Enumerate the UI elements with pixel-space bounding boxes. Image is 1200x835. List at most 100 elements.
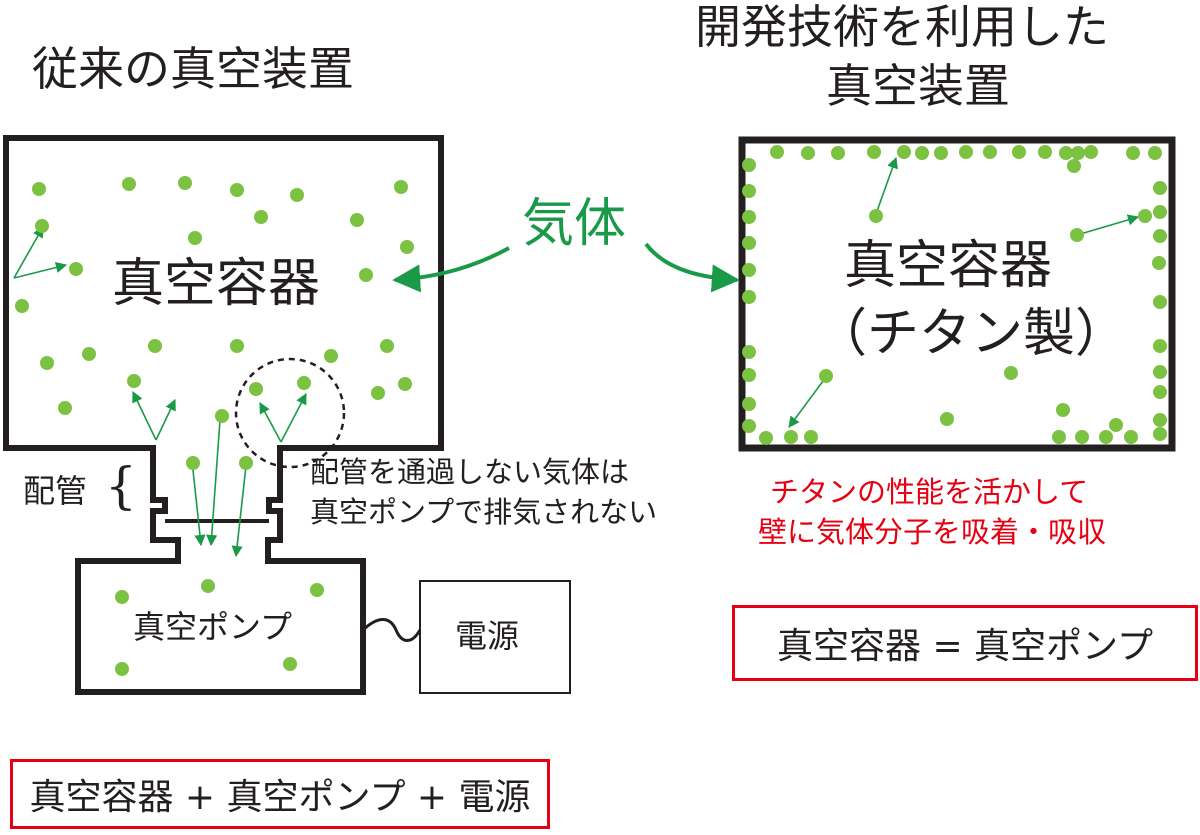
titanium-caption-line1: チタンの性能を活かして — [770, 475, 1089, 509]
gas-molecule-dot — [1138, 209, 1152, 223]
gas-molecule-dot — [69, 262, 83, 276]
gas-molecule-dot — [310, 583, 324, 597]
gas-molecule-dot — [1052, 430, 1066, 444]
gas-molecule-dot — [934, 146, 948, 160]
gas-molecule-dot — [1153, 229, 1167, 243]
conventional-formula-text: 真空容器 + 真空ポンプ + 電源 — [29, 777, 531, 818]
gas-molecule-dot — [283, 657, 297, 671]
conventional-chamber-label: 真空容器 — [112, 254, 321, 314]
gas-molecule-dot — [1152, 256, 1166, 270]
developed-title-line2: 真空装置 — [826, 59, 1010, 113]
conventional-system-outline — [3, 135, 444, 695]
titanium-caption-line2: 壁に気体分子を吸着・吸収 — [758, 515, 1107, 549]
molecule-trajectory-arrows-left — [13, 226, 307, 558]
gas-molecule-dot — [1099, 430, 1113, 444]
gas-molecule-dot — [742, 345, 756, 359]
gas-molecule-dot — [359, 268, 373, 282]
gas-molecule-dot — [188, 231, 202, 245]
gas-molecule-dot — [940, 412, 954, 426]
gas-molecule-dot — [32, 182, 46, 196]
pipe-note-line1: 配管を通過しない気体は — [310, 455, 630, 489]
gas-molecule-dot — [742, 158, 756, 172]
gas-molecule-dot — [983, 145, 997, 159]
gas-molecules — [15, 145, 1167, 676]
gas-molecule-dot — [770, 145, 784, 159]
gas-molecule-dot — [1153, 413, 1167, 427]
gas-molecule-dot — [867, 145, 881, 159]
titanium-chamber-sublabel: （チタン製） — [815, 304, 1128, 364]
gas-molecule-dot — [297, 376, 311, 390]
developed-title-line1: 開発技術を利用した — [695, 0, 1109, 54]
gas-molecule-dot — [742, 210, 756, 224]
gas-molecule-dot — [804, 430, 818, 444]
gas-molecule-dot — [1124, 430, 1138, 444]
gas-molecule-dot — [58, 401, 72, 415]
gas-molecule-dot — [148, 339, 162, 353]
gas-molecule-dot — [742, 419, 756, 433]
gas-molecule-dot — [249, 382, 263, 396]
conventional-title: 従来の真空装置 — [32, 42, 354, 96]
gas-molecule-dot — [400, 240, 414, 254]
pipe-label: 配管 — [23, 472, 88, 510]
gas-molecule-dot — [742, 290, 756, 304]
gas-molecule-dot — [186, 456, 200, 470]
gas-molecule-dot — [1153, 205, 1167, 219]
gas-molecule-dot — [230, 183, 244, 197]
gas-molecule-dot — [398, 377, 412, 391]
gas-molecule-dot — [1153, 385, 1167, 399]
gas-molecule-dot — [897, 145, 911, 159]
gas-molecule-dot — [1084, 145, 1098, 159]
gas-molecule-dot — [1153, 365, 1167, 379]
gas-molecule-dot — [290, 188, 304, 202]
gas-molecule-dot — [742, 263, 756, 277]
gas-molecule-dot — [201, 579, 215, 593]
gas-molecule-dot — [350, 213, 364, 227]
gas-molecule-dot — [1153, 339, 1167, 353]
gas-molecule-dot — [40, 356, 54, 370]
gas-molecule-dot — [742, 236, 756, 250]
gas-molecule-dot — [1067, 159, 1081, 173]
gas-molecule-dot — [759, 431, 773, 445]
developed-formula-box: 真空容器 = 真空ポンプ — [732, 605, 1198, 681]
dashed-highlight-circle — [234, 357, 346, 469]
gas-molecule-dot — [831, 146, 845, 160]
power-supply-box — [419, 580, 571, 694]
gas-molecule-dot — [1071, 146, 1085, 160]
gas-molecule-dot — [742, 368, 756, 382]
gas-molecule-dot — [35, 219, 49, 233]
developed-formula-text: 真空容器 = 真空ポンプ — [777, 626, 1153, 667]
gas-arrow-left — [392, 246, 510, 293]
gas-molecule-dot — [1004, 366, 1018, 380]
gas-molecule-dot — [394, 180, 408, 194]
gas-molecule-dot — [1075, 430, 1089, 444]
gas-molecule-dot — [254, 210, 268, 224]
pipe-brace: { — [105, 457, 137, 515]
gas-molecule-dot — [1153, 427, 1167, 441]
gas-molecule-dot — [15, 299, 29, 313]
gas-arrow-right — [644, 242, 740, 293]
gas-molecule-dot — [1126, 146, 1140, 160]
titanium-chamber-outline — [738, 136, 1176, 452]
pipe-note-line2: 真空ポンプで排気されない — [310, 495, 658, 529]
gas-molecule-dot — [1070, 228, 1084, 242]
gas-molecule-dot — [239, 456, 253, 470]
gas-molecule-dot — [1056, 403, 1070, 417]
molecule-trajectory-arrows-right — [788, 156, 1140, 428]
gas-molecule-dot — [122, 177, 136, 191]
gas-molecule-dot — [784, 430, 798, 444]
gas-molecule-dot — [380, 339, 394, 353]
gas-molecule-dot — [742, 184, 756, 198]
titanium-chamber-label: 真空容器 — [844, 236, 1053, 296]
pump-label: 真空ポンプ — [133, 608, 293, 646]
gas-molecule-dot — [178, 176, 192, 190]
gas-molecule-dot — [1153, 295, 1167, 309]
gas-molecule-dot — [1012, 145, 1026, 159]
gas-molecule-dot — [115, 662, 129, 676]
gas-molecule-dot — [1038, 145, 1052, 159]
gas-molecule-dot — [1109, 418, 1123, 432]
gas-molecule-dot — [819, 369, 833, 383]
gas-molecule-dot — [230, 339, 244, 353]
gas-molecule-dot — [869, 209, 883, 223]
